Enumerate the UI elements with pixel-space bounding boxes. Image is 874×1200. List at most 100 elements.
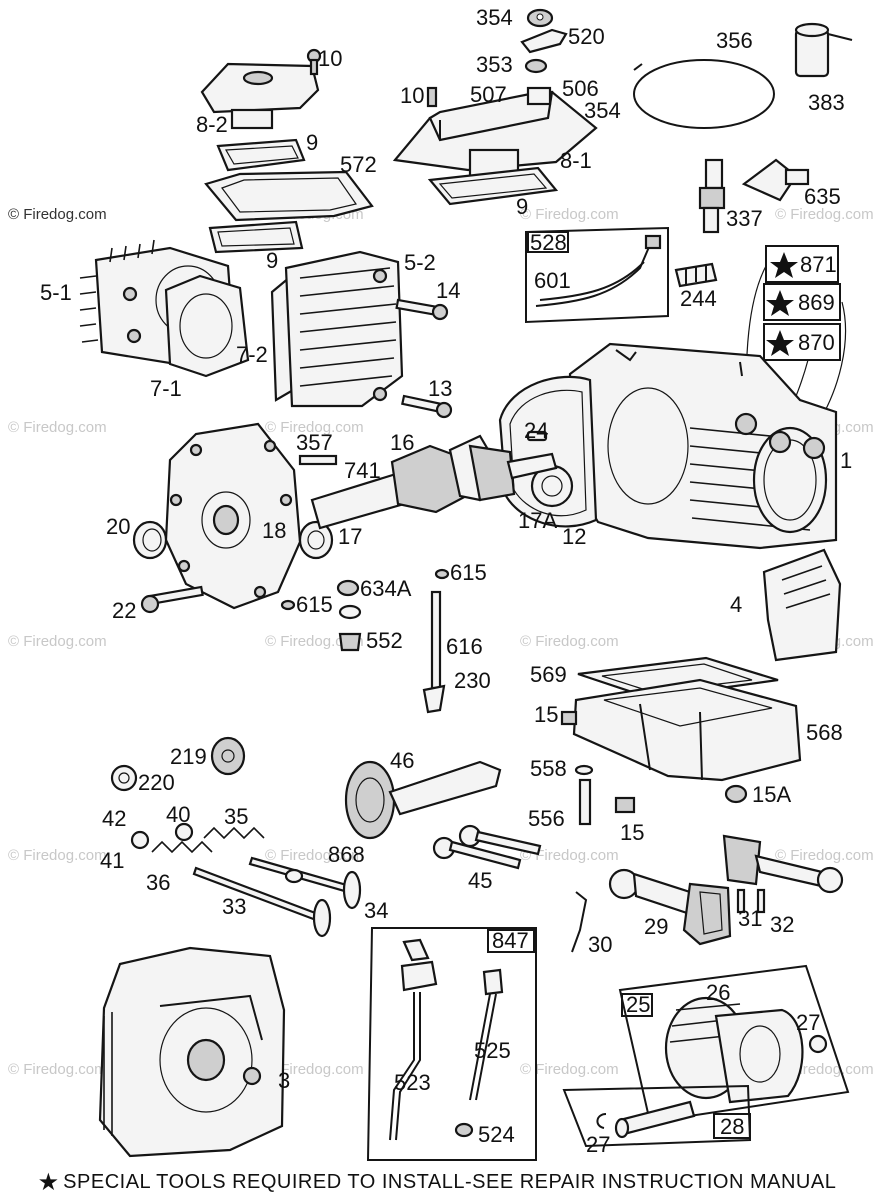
bolt-556 (578, 778, 592, 826)
gasket-9-a (216, 138, 306, 172)
cylinder-block-1 (568, 342, 838, 550)
dipstick-box-847 (366, 927, 537, 1161)
cylinder-head-5-2 (284, 250, 404, 408)
label-7-2: 7-2 (236, 342, 268, 367)
spring-356 (633, 59, 775, 129)
pin-box-28 (562, 1084, 752, 1148)
label-634a: 634A (360, 576, 412, 601)
label-26: 26 (706, 980, 730, 1005)
labels: 354 520 356 383 353 10 10 507 506 354 8-… (40, 5, 852, 1157)
label-568: 568 (806, 720, 843, 745)
terminal-635 (741, 158, 810, 202)
plug-15-b (614, 796, 636, 814)
bolt-22 (140, 585, 204, 614)
watermark: © Firedog.com (775, 847, 874, 864)
tube-box-528 (525, 226, 669, 324)
label-5-2: 5-2 (404, 250, 436, 275)
washer-220 (110, 764, 138, 792)
label-34: 34 (364, 898, 388, 923)
label-572: 572 (340, 152, 377, 177)
label-27: 27 (796, 1010, 820, 1035)
label-354: 354 (476, 5, 513, 30)
label-558: 558 (530, 756, 567, 781)
label-616: 616 (446, 634, 483, 659)
plug-15A (724, 784, 748, 804)
watermark: © Firedog.com (265, 633, 364, 650)
label-635: 635 (804, 184, 841, 209)
label-18: 18 (262, 518, 286, 543)
label-741: 741 (344, 458, 381, 483)
seal-20 (132, 520, 168, 560)
label-10: 10 (318, 46, 342, 71)
label-244: 244 (680, 286, 717, 311)
label-615: 615 (450, 560, 487, 585)
label-14: 14 (436, 278, 460, 303)
label-869: 869 (798, 290, 835, 315)
label-41: 41 (100, 848, 124, 873)
label-9: 9 (516, 194, 528, 219)
footer-text: SPECIAL TOOLS REQUIRED TO INSTALL-SEE RE… (63, 1170, 837, 1193)
bearing-17 (298, 520, 334, 560)
label-22: 22 (112, 598, 136, 623)
label-45: 45 (468, 868, 492, 893)
label-10: 10 (400, 83, 424, 108)
label-507: 507 (470, 82, 507, 107)
label-31: 31 (738, 906, 762, 931)
label-337: 337 (726, 206, 763, 231)
gasket-569 (577, 656, 779, 700)
label-29: 29 (644, 914, 668, 939)
footer-note: ★ SPECIAL TOOLS REQUIRED TO INSTALL-SEE … (0, 1164, 874, 1200)
label-528: 528 (530, 230, 567, 255)
spark-plug-337 (698, 158, 726, 234)
label-13: 13 (428, 376, 452, 401)
label-42: 42 (102, 806, 126, 831)
watermark: © Firedog.com (520, 1061, 619, 1078)
label-847: 847 (492, 928, 529, 953)
governor-634a (336, 579, 360, 597)
watermark-main: © Firedog.com (8, 206, 107, 223)
label-46: 46 (390, 748, 414, 773)
tool-383 (794, 22, 853, 78)
label-230: 230 (454, 668, 491, 693)
connecting-rod-29 (608, 868, 732, 946)
fitting-244 (674, 262, 718, 288)
piston-box-25 (618, 964, 850, 1124)
label-9: 9 (266, 248, 278, 273)
label-569: 569 (530, 662, 567, 687)
shield-4 (762, 548, 842, 662)
crankcase-cover-18 (164, 422, 302, 610)
screw-10-a (306, 48, 322, 76)
label-40: 40 (166, 802, 190, 827)
label-525: 525 (474, 1038, 511, 1063)
sump-568 (572, 678, 802, 782)
key-357 (298, 454, 338, 466)
watermark: © Firedog.com (8, 847, 107, 864)
watermark: © Firedog.com (520, 633, 619, 650)
washer-615-a (434, 568, 450, 580)
plate-572 (204, 170, 374, 222)
watermark: © Firedog.com (520, 206, 619, 223)
valve-springs-35-36 (130, 822, 265, 854)
watermark: © Firedog.com (265, 1061, 364, 1078)
label-601: 601 (534, 268, 571, 293)
label-523: 523 (394, 1070, 431, 1095)
seal-17a (530, 464, 574, 508)
label-33: 33 (222, 894, 246, 919)
tool-871 (765, 245, 839, 283)
label-25: 25 (626, 992, 650, 1017)
label-17: 17 (338, 524, 362, 549)
watermark: © Firedog.com (8, 1061, 107, 1078)
label-17a: 17A (518, 508, 557, 533)
label-5-1: 5-1 (40, 280, 72, 305)
valves-33-34 (192, 856, 362, 938)
breather-8-2 (200, 62, 320, 130)
label-524: 524 (478, 1122, 515, 1147)
screw-15-a (560, 710, 578, 726)
label-4: 4 (730, 592, 742, 617)
connecting-rod-upper (722, 834, 844, 894)
label-615: 615 (296, 592, 333, 617)
label-506: 506 (562, 76, 599, 101)
label-15A: 15A (752, 782, 791, 807)
label-27: 27 (586, 1132, 610, 1157)
